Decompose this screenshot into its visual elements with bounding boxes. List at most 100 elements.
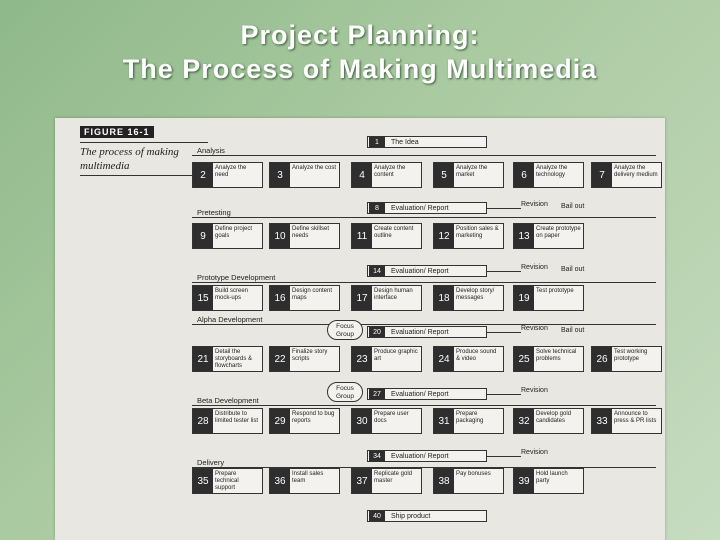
step-number: 6 xyxy=(514,163,534,187)
milestone-number: 8 xyxy=(369,203,385,213)
revision-note: Revision xyxy=(521,325,548,332)
step-number: 12 xyxy=(434,224,454,248)
step-label: Respond to bug reports xyxy=(292,411,335,424)
step-number: 30 xyxy=(352,409,372,433)
stage-divider xyxy=(192,467,656,468)
milestone-box: 8 Evaluation/ Report xyxy=(367,202,487,214)
step-number: 24 xyxy=(434,347,454,371)
step-label: Design content maps xyxy=(292,288,333,301)
step-label: Position sales & marketing xyxy=(456,226,499,239)
step-number: 29 xyxy=(270,409,290,433)
bail-out-note: Bail out xyxy=(561,203,585,210)
revision-arrow xyxy=(487,208,521,209)
step-label: Detail the storyboards & flowcharts xyxy=(215,349,253,369)
milestone-label: Evaluation/ Report xyxy=(391,204,449,212)
flowchart-figure: FIGURE 16-1 The process of making multim… xyxy=(55,118,665,540)
stage-divider xyxy=(192,324,656,325)
step-label: Test working prototype xyxy=(614,349,648,362)
step-label: Distribute to limited tester list xyxy=(215,411,259,424)
step-label: Replicate gold master xyxy=(374,471,413,484)
step-number: 37 xyxy=(352,469,372,493)
stage-divider xyxy=(192,282,656,283)
bail-out-note: Bail out xyxy=(561,266,585,273)
figure-caption: FIGURE 16-1 The process of making multim… xyxy=(80,122,208,176)
step-number: 17 xyxy=(352,286,372,310)
step-label: Design human interface xyxy=(374,288,413,301)
milestone-label: Evaluation/ Report xyxy=(391,267,449,275)
step-label: Hold launch party xyxy=(536,471,568,484)
figure-label: FIGURE 16-1 xyxy=(80,126,154,138)
milestone-number: 1 xyxy=(369,137,385,147)
revision-arrow xyxy=(487,332,521,333)
step-label: Build screen mock-ups xyxy=(215,288,249,301)
step-label: Analyze the cost xyxy=(292,165,337,171)
step-label: Develop gold candidates xyxy=(536,411,572,424)
stage-label: Pretesting xyxy=(197,208,231,217)
focus-group-oval: Focus Group xyxy=(327,320,363,340)
step-label: Install sales team xyxy=(292,471,324,484)
step-number: 36 xyxy=(270,469,290,493)
step-number: 33 xyxy=(592,409,612,433)
stage-label: Alpha Development xyxy=(197,315,263,324)
stage-divider xyxy=(192,155,656,156)
step-label: Analyze the market xyxy=(456,165,488,178)
stage-label: Analysis xyxy=(197,146,225,155)
milestone-box: 14 Evaluation/ Report xyxy=(367,265,487,277)
milestone-number: 14 xyxy=(369,266,385,276)
title-line-2: The Process of Making Multimedia xyxy=(122,54,598,84)
step-number: 18 xyxy=(434,286,454,310)
step-number: 23 xyxy=(352,347,372,371)
revision-arrow xyxy=(487,456,521,457)
step-number: 2 xyxy=(193,163,213,187)
step-label: Analyze the technology xyxy=(536,165,568,178)
step-number: 11 xyxy=(352,224,372,248)
step-number: 26 xyxy=(592,347,612,371)
milestone-number: 40 xyxy=(369,511,385,521)
step-number: 13 xyxy=(514,224,534,248)
stage-divider xyxy=(192,405,656,406)
step-label: Produce sound & video xyxy=(456,349,497,362)
step-number: 39 xyxy=(514,469,534,493)
revision-arrow xyxy=(487,271,521,272)
step-label: Create prototype on paper xyxy=(536,226,581,239)
figure-caption-text: The process of making multimedia xyxy=(80,142,208,176)
step-number: 10 xyxy=(270,224,290,248)
step-label: Produce graphic art xyxy=(374,349,418,362)
revision-note: Revision xyxy=(521,449,548,456)
step-number: 15 xyxy=(193,286,213,310)
step-label: Analyze the delivery medium xyxy=(614,165,658,178)
revision-note: Revision xyxy=(521,387,548,394)
step-number: 22 xyxy=(270,347,290,371)
step-label: Analyze the content xyxy=(374,165,406,178)
step-number: 31 xyxy=(434,409,454,433)
bail-out-note: Bail out xyxy=(561,327,585,334)
title-line-1: Project Planning: xyxy=(240,20,480,50)
step-label: Prepare technical support xyxy=(215,471,239,491)
step-number: 5 xyxy=(434,163,454,187)
revision-note: Revision xyxy=(521,264,548,271)
step-label: Develop story/ messages xyxy=(456,288,495,301)
